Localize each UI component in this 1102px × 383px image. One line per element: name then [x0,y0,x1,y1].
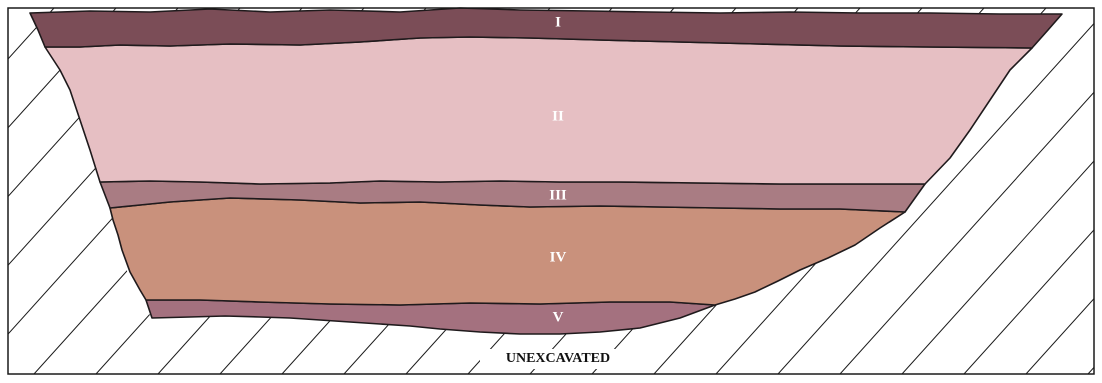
stratum-label-i: I [555,14,561,30]
stratum-label-iv: IV [550,249,567,265]
stratum-ii [45,37,1032,184]
stratum-label-v: V [553,309,564,325]
stratum-label-ii: II [552,108,564,124]
unexcavated-label: UNEXCAVATED [506,351,610,366]
stratum-label-iii: III [549,187,567,203]
